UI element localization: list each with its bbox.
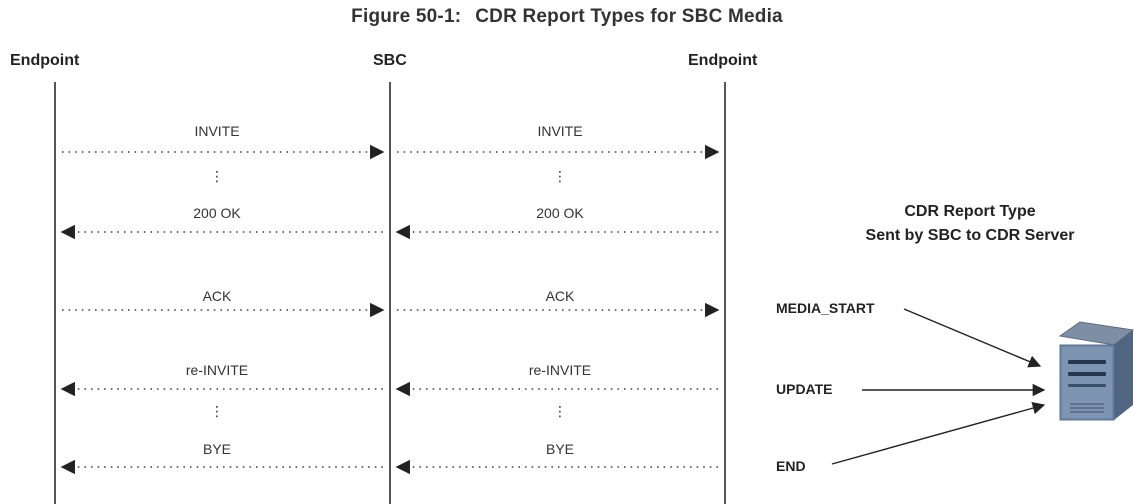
msg-label-reinvite-right: re-INVITE	[528, 362, 592, 378]
cdr-type-end: END	[776, 458, 806, 474]
msg-label-200ok-right: 200 OK	[536, 205, 584, 221]
cdr-heading-line1: CDR Report Type	[904, 203, 1036, 220]
cdr-arrow-end	[831, 401, 1046, 465]
msg-label-bye-left: BYE	[202, 441, 231, 457]
figure-caption: CDR Report Types for SBC Media	[475, 6, 783, 27]
msg-label-invite-left: INVITE	[194, 123, 240, 139]
msg-label-reinvite-left: re-INVITE	[185, 362, 249, 378]
msg-label-ack-left: ACK	[202, 288, 232, 304]
cdr-type-media-start: MEDIA_START	[776, 300, 875, 316]
lifeline-endpoint-right	[724, 82, 726, 504]
cdr-arrow-media-start	[903, 308, 1042, 368]
continuation-mark-1-right: ⋮	[553, 168, 567, 184]
msg-label-invite-right: INVITE	[537, 123, 583, 139]
lane-label-sbc: SBC	[373, 52, 407, 69]
server-icon	[1058, 321, 1134, 421]
msg-label-200ok-left: 200 OK	[193, 205, 241, 221]
continuation-mark-2-left: ⋮	[210, 403, 224, 419]
figure-title: Figure 50-1: CDR Report Types for SBC Med…	[0, 6, 1134, 28]
lifeline-sbc	[389, 82, 391, 504]
continuation-mark-2-right: ⋮	[553, 403, 567, 419]
lane-label-endpoint-right: Endpoint	[688, 52, 758, 69]
msg-label-bye-right: BYE	[545, 441, 574, 457]
cdr-type-update: UPDATE	[776, 381, 833, 397]
cdr-heading-line2: Sent by SBC to CDR Server	[865, 227, 1075, 244]
msg-label-ack-right: ACK	[545, 288, 575, 304]
figure-number: Figure 50-1:	[351, 6, 462, 27]
lane-label-endpoint-left: Endpoint	[10, 52, 80, 69]
continuation-mark-1-left: ⋮	[210, 168, 224, 184]
lifeline-endpoint-left	[54, 82, 56, 504]
cdr-report-heading: CDR Report Type Sent by SBC to CDR Serve…	[820, 200, 1120, 248]
